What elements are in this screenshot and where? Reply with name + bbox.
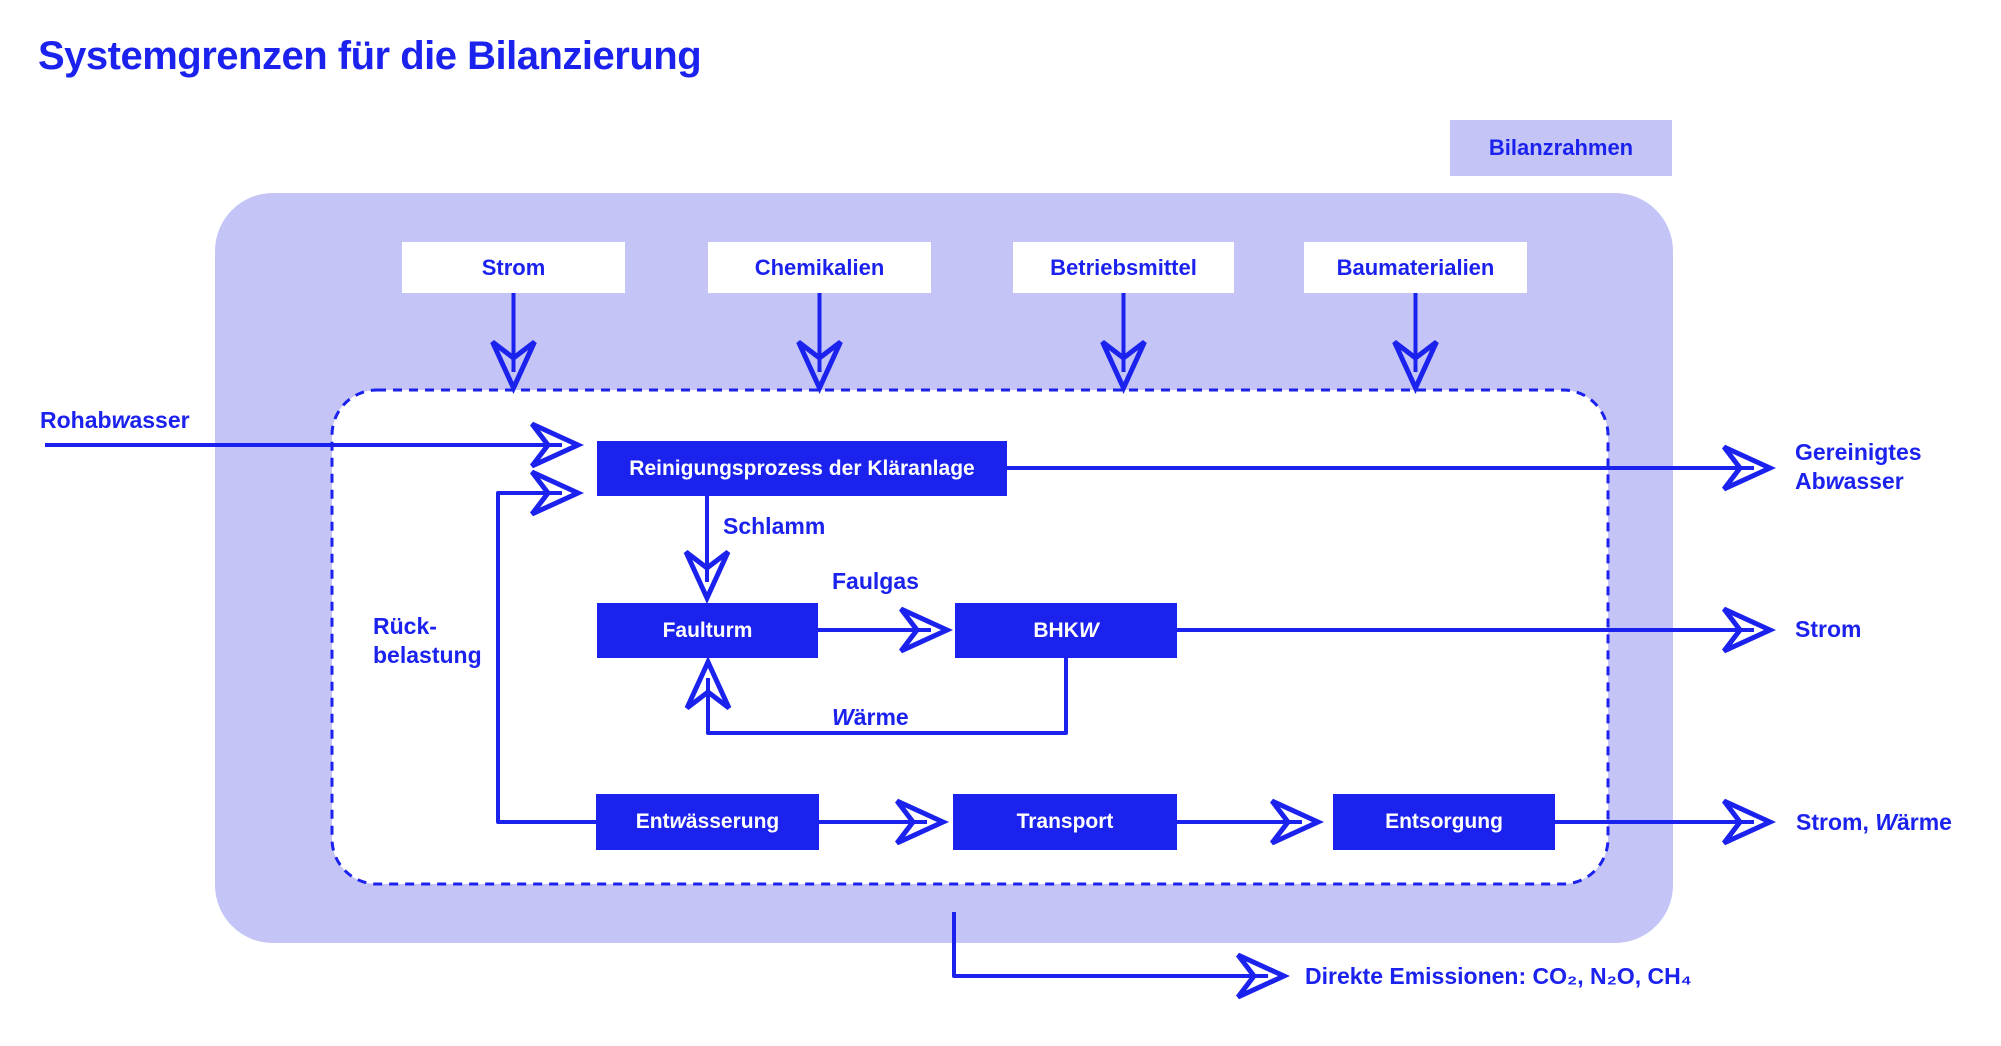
arrow-rohabwasser-in bbox=[45, 421, 585, 469]
process-box-faulturm: Faulturm bbox=[597, 603, 818, 658]
input-box-betriebsmittel: Betriebsmittel bbox=[1013, 242, 1234, 293]
arrow-transport-entsorgung bbox=[1177, 798, 1325, 846]
label-faulgas: Faulgas bbox=[832, 568, 919, 594]
label-schlamm: Schlamm bbox=[723, 513, 826, 539]
arrow-chemikalien-in bbox=[796, 293, 843, 395]
arrow-baumaterialien-in bbox=[1392, 293, 1439, 395]
arrow-strom-in bbox=[490, 293, 537, 395]
arrow-schlamm bbox=[683, 496, 731, 605]
arrow-rueckbelastung bbox=[496, 469, 596, 824]
page-title: Systemgrenzen für die Bilanzierung bbox=[38, 34, 702, 78]
input-box-chemikalien: Chemikalien bbox=[708, 242, 931, 293]
arrow-strom-waerme-out bbox=[1555, 798, 1777, 846]
label-waerme: Wärme bbox=[832, 704, 909, 730]
arrow-entwaesserung-transport bbox=[819, 798, 950, 846]
process-box-reinigungsprozess: Reinigungsprozess der Kläranlage bbox=[597, 441, 1007, 496]
arrow-waerme-loop bbox=[684, 655, 1068, 735]
label-rueckbelastung: Rück-belastung bbox=[373, 613, 482, 668]
arrow-betriebsmittel-in bbox=[1100, 293, 1147, 395]
process-box-transport: Transport bbox=[953, 794, 1177, 850]
arrow-faulgas bbox=[818, 606, 954, 654]
label-gereinigtes-abwasser: Gereinigtes Abwasser bbox=[1795, 439, 1922, 494]
input-box-baumaterialien: Baumaterialien bbox=[1304, 242, 1527, 293]
process-box-entsorgung: Entsorgung bbox=[1333, 794, 1555, 850]
arrow-gereinigtes-abwasser-out bbox=[1007, 444, 1777, 492]
arrow-direkte-emissionen bbox=[952, 912, 1291, 1000]
arrow-strom-out bbox=[1177, 606, 1777, 654]
bilanzrahmen-legend: Bilanzrahmen bbox=[1450, 120, 1672, 176]
input-box-strom: Strom bbox=[402, 242, 625, 293]
label-rohabwasser: Rohabwasser bbox=[40, 407, 190, 433]
label-strom-output: Strom bbox=[1795, 616, 1862, 642]
label-strom-waerme-output: Strom, Wärme bbox=[1796, 809, 1952, 835]
label-direkte-emissionen: Direkte Emissionen: CO₂, N₂O, CH₄ bbox=[1305, 963, 1692, 989]
